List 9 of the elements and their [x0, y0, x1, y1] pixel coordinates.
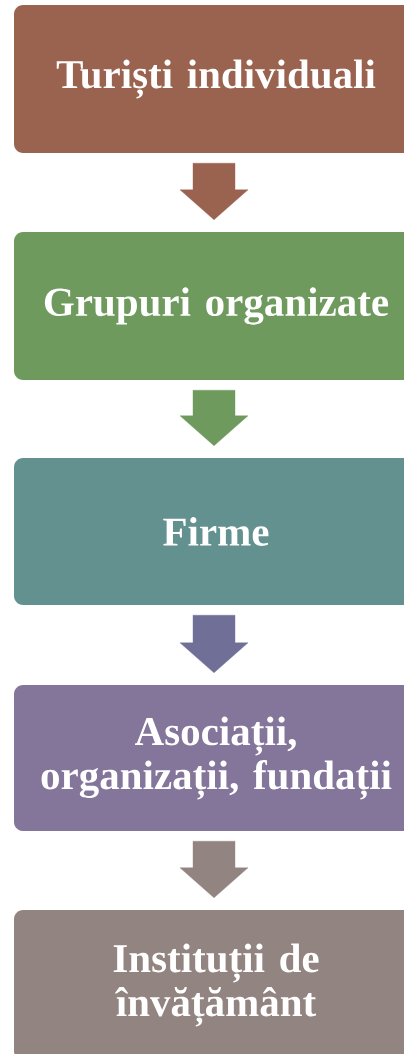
- arrow: [179, 390, 249, 446]
- process-box: Asociații, organizații, fundații: [14, 685, 404, 831]
- arrow: [179, 615, 249, 673]
- arrow: [179, 841, 249, 898]
- process-box: Instituții de învățământ: [14, 910, 404, 1054]
- process-box: Turiști individuali: [14, 5, 404, 153]
- process-box: Grupuri organizate: [14, 232, 404, 380]
- process-box: Firme: [14, 458, 404, 605]
- arrow: [179, 163, 249, 220]
